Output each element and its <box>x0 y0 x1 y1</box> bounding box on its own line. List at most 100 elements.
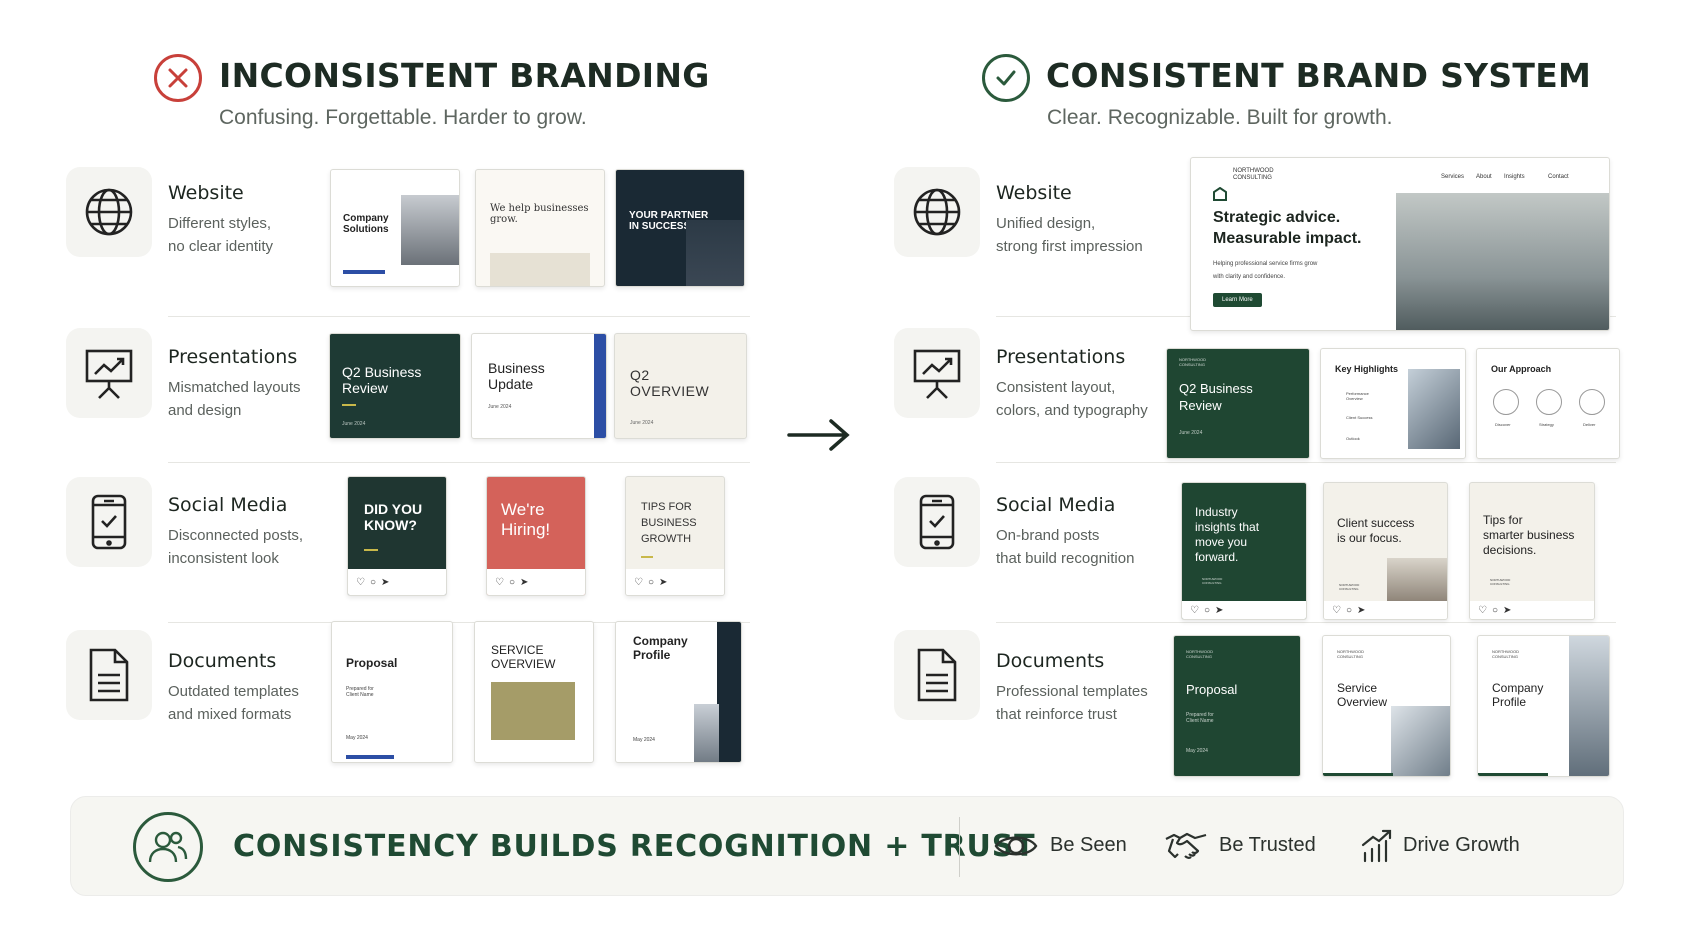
brand-wordmark: NORTHWOOD CONSULTING <box>1339 583 1360 591</box>
right-row-title-presentations: Presentations <box>996 346 1126 368</box>
left-doc-card-1-sub: Prepared for Client Name <box>346 686 374 698</box>
left-website-card-2: We help businesses grow. <box>475 169 605 287</box>
left-row-title-website: Website <box>168 182 244 204</box>
city-skyline-photo <box>1396 193 1609 330</box>
right-heading: CONSISTENT BRAND SYSTEM <box>1046 56 1592 95</box>
left-doc-card-1-title: Proposal <box>346 656 398 670</box>
share-icon[interactable]: ➤ <box>1503 604 1512 616</box>
left-doc-card-3: Company Profile May 2024 <box>615 621 742 763</box>
right-mobile-phone-icon <box>894 477 980 567</box>
right-row-title-social: Social Media <box>996 494 1116 516</box>
brand-wordmark: NORTHWOOD CONSULTING <box>1492 649 1520 659</box>
bullet-item: Performance Overview <box>1346 391 1369 401</box>
left-row-desc-presentations: Mismatched layouts and design <box>168 379 301 419</box>
building-photo <box>1408 369 1460 449</box>
site-nav-services[interactable]: Services <box>1441 174 1465 180</box>
left-pres-card-3: Q2 OVERVIEW June 2024 <box>614 333 747 439</box>
heart-icon[interactable]: ♡ <box>1190 604 1199 616</box>
comment-icon[interactable]: ○ <box>647 576 655 588</box>
comment-icon[interactable]: ○ <box>1203 604 1211 616</box>
left-row-desc-social: Disconnected posts, inconsistent look <box>168 527 304 567</box>
approach-icon <box>1493 389 1519 415</box>
social-actions: ♡ ○ ➤ <box>1470 601 1594 619</box>
left-doc-card-3-title: Company Profile <box>633 634 688 662</box>
heart-icon[interactable]: ♡ <box>356 576 365 588</box>
brand-wordmark: NORTHWOOD CONSULTING <box>1202 577 1223 585</box>
arrow-right-icon <box>786 415 852 460</box>
left-social-card-3-text: TIPS FOR BUSINESS GROWTH <box>641 501 697 545</box>
approach-label: Deliver <box>1583 422 1596 427</box>
left-pres-card-2-date: June 2024 <box>488 404 512 410</box>
accent-bar <box>641 556 653 558</box>
right-row-divider <box>996 462 1616 463</box>
left-pres-card-2-title: Business Update <box>488 360 545 392</box>
site-nav-about[interactable]: About <box>1476 174 1492 180</box>
share-icon[interactable]: ➤ <box>381 576 390 588</box>
right-document-icon <box>894 630 980 720</box>
right-social-card-2-text: Client success is our focus. <box>1337 516 1415 545</box>
left-doc-card-3-date: May 2024 <box>633 737 655 743</box>
right-subheading: Clear. Recognizable. Built for growth. <box>1047 106 1393 129</box>
social-actions: ♡ ○ ➤ <box>487 569 585 595</box>
brand-wordmark: NORTHWOOD CONSULTING <box>1337 649 1365 659</box>
right-presentation-board-icon <box>894 328 980 418</box>
social-actions: ♡ ○ ➤ <box>348 569 446 595</box>
left-website-globe-icon <box>66 167 152 257</box>
social-actions: ♡ ○ ➤ <box>1324 601 1447 619</box>
check-icon <box>982 54 1030 102</box>
left-document-icon <box>66 630 152 720</box>
right-row-desc-documents: Professional templates that reinforce tr… <box>996 683 1148 723</box>
footer-item-be-trusted: Be Trusted <box>1219 834 1316 856</box>
site-nav-contact[interactable]: Contact <box>1548 174 1569 180</box>
left-row-title-documents: Documents <box>168 650 277 672</box>
right-website-hero: NORTHWOOD CONSULTING Services About Insi… <box>1190 157 1610 331</box>
right-social-card-2: Client success is our focus. NORTHWOOD C… <box>1323 482 1448 620</box>
share-icon[interactable]: ➤ <box>520 576 529 588</box>
accent-bar <box>342 404 356 406</box>
brand-wordmark: NORTHWOOD CONSULTING <box>1179 357 1207 367</box>
right-pres-card-1-date: June 2024 <box>1179 430 1203 436</box>
eye-icon <box>994 831 1038 866</box>
share-icon[interactable]: ➤ <box>659 576 668 588</box>
approach-label: Strategy <box>1539 422 1554 427</box>
left-doc-card-1: Proposal Prepared for Client Name May 20… <box>331 621 453 763</box>
right-row-desc-website: Unified design, strong first impression <box>996 215 1143 255</box>
comment-icon[interactable]: ○ <box>508 576 516 588</box>
left-pres-card-2: Business Update June 2024 <box>471 333 607 439</box>
footer-tagline: CONSISTENCY BUILDS RECOGNITION + TRUST <box>233 829 1036 864</box>
comment-icon[interactable]: ○ <box>369 576 377 588</box>
footer-banner: CONSISTENCY BUILDS RECOGNITION + TRUST B… <box>70 796 1624 896</box>
left-social-card-1: DID YOU KNOW? ♡○➤ <box>347 476 447 596</box>
social-actions: ♡ ○ ➤ <box>1182 601 1306 619</box>
left-pres-card-3-date: June 2024 <box>630 420 654 426</box>
learn-more-button[interactable]: Learn More <box>1213 293 1262 307</box>
heart-icon[interactable]: ♡ <box>1478 604 1487 616</box>
accent-bar <box>343 270 385 274</box>
site-headline: Strategic advice. Measurable impact. <box>1213 209 1362 247</box>
left-row-desc-website: Different styles, no clear identity <box>168 215 274 255</box>
left-website-card-2-text: We help businesses grow. <box>490 203 589 225</box>
comment-icon[interactable]: ○ <box>1491 604 1499 616</box>
right-doc-card-1: NORTHWOOD CONSULTING Proposal Prepared f… <box>1173 635 1301 777</box>
share-icon[interactable]: ➤ <box>1215 604 1224 616</box>
heart-icon[interactable]: ♡ <box>495 576 504 588</box>
social-actions: ♡ ○ ➤ <box>626 569 724 595</box>
share-icon[interactable]: ➤ <box>1357 604 1366 616</box>
heart-icon[interactable]: ♡ <box>634 576 643 588</box>
right-pres-card-1-title: Q2 Business Review <box>1179 381 1253 413</box>
accent-bar <box>346 755 394 759</box>
right-pres-card-1: NORTHWOOD CONSULTING Q2 Business Review … <box>1166 348 1310 459</box>
right-pres-card-2: Key Highlights Performance Overview Clie… <box>1320 348 1466 459</box>
error-x-icon <box>154 54 202 102</box>
left-row-divider <box>168 622 750 623</box>
right-website-globe-icon <box>894 167 980 257</box>
left-pres-card-1-title: Q2 Business Review <box>342 364 422 396</box>
right-social-card-1: Industry insights that move you forward.… <box>1181 482 1307 620</box>
site-nav-insights[interactable]: Insights <box>1504 174 1525 180</box>
right-row-title-documents: Documents <box>996 650 1105 672</box>
bullet-item: Outlook <box>1346 436 1360 441</box>
comment-icon[interactable]: ○ <box>1345 604 1353 616</box>
heart-icon[interactable]: ♡ <box>1332 604 1341 616</box>
left-website-card-3: YOUR PARTNER IN SUCCESS <box>615 169 745 287</box>
growth-chart-icon <box>1361 827 1393 868</box>
